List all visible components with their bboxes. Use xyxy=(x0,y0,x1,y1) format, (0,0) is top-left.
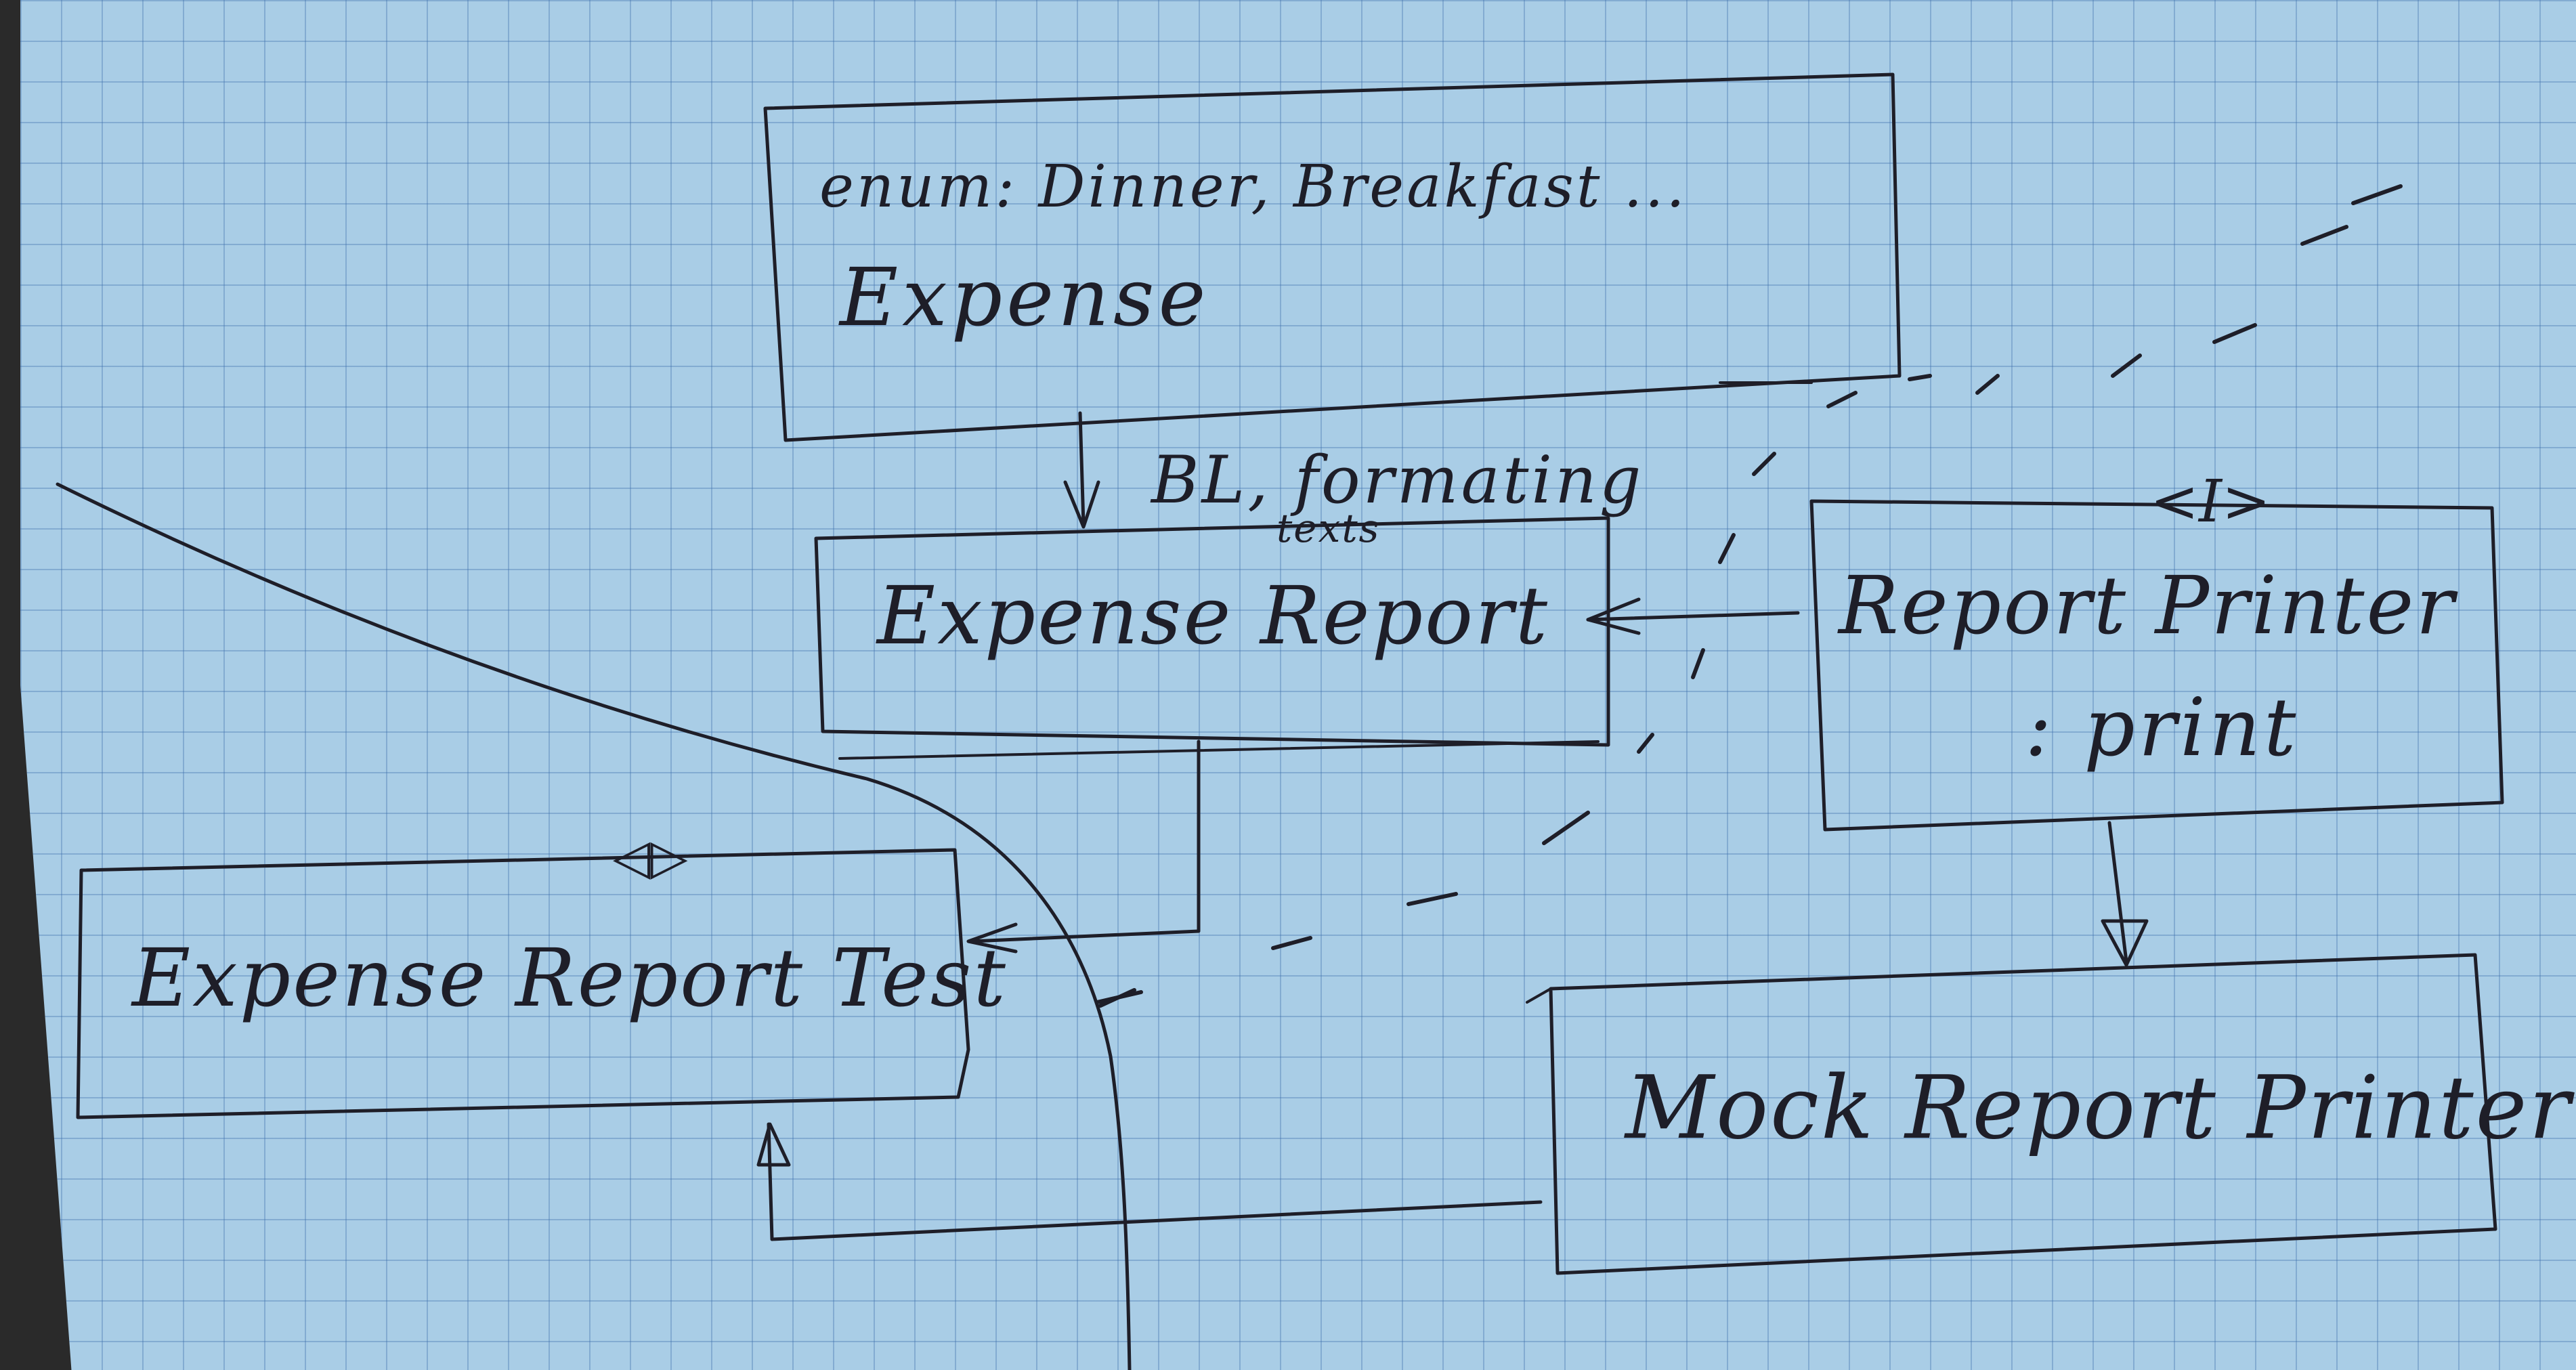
expense-report-test-marker: ◁▷ xyxy=(613,828,688,885)
edge-expense-report-to-test xyxy=(966,740,1201,954)
edge-mock-to-test xyxy=(756,1122,1543,1241)
report-printer-method: : print xyxy=(2025,681,2299,774)
node-mock-report-printer: Mock Report Printer xyxy=(1526,953,2575,1275)
expense-report-test-title: Expense Report Test xyxy=(131,931,1008,1025)
graph-paper-background xyxy=(20,0,2576,1370)
expense-title: Expense xyxy=(838,251,1209,344)
node-expense-report: Expense Report xyxy=(814,516,1610,760)
boundary-tick xyxy=(1098,988,1136,1008)
node-expense: enum: Dinner, Breakfast ... Expense xyxy=(763,72,1902,442)
expense-report-title: Expense Report xyxy=(876,569,1549,662)
report-printer-stereotype: <I> xyxy=(2150,468,2271,536)
edge-mock-to-report-printer xyxy=(2101,821,2149,967)
node-expense-report-test: ◁▷ Expense Report Test xyxy=(76,828,1008,1119)
decorative-pen-dashes xyxy=(1095,184,2403,1004)
expense-note: enum: Dinner, Breakfast ... xyxy=(819,153,1688,221)
edge-expense-to-expense-report: BL, formating texts xyxy=(1063,411,1644,551)
mock-report-printer-title: Mock Report Printer xyxy=(1624,1058,2575,1159)
node-report-printer: <I> Report Printer : print xyxy=(1809,468,2504,832)
edge-label-line2: texts xyxy=(1276,505,1380,551)
boundary-curve xyxy=(56,482,1132,1370)
edge-report-printer-to-expense-report xyxy=(1586,597,1800,635)
edge-label-line1: BL, formating xyxy=(1150,442,1644,518)
report-printer-title: Report Printer xyxy=(1837,559,2458,652)
